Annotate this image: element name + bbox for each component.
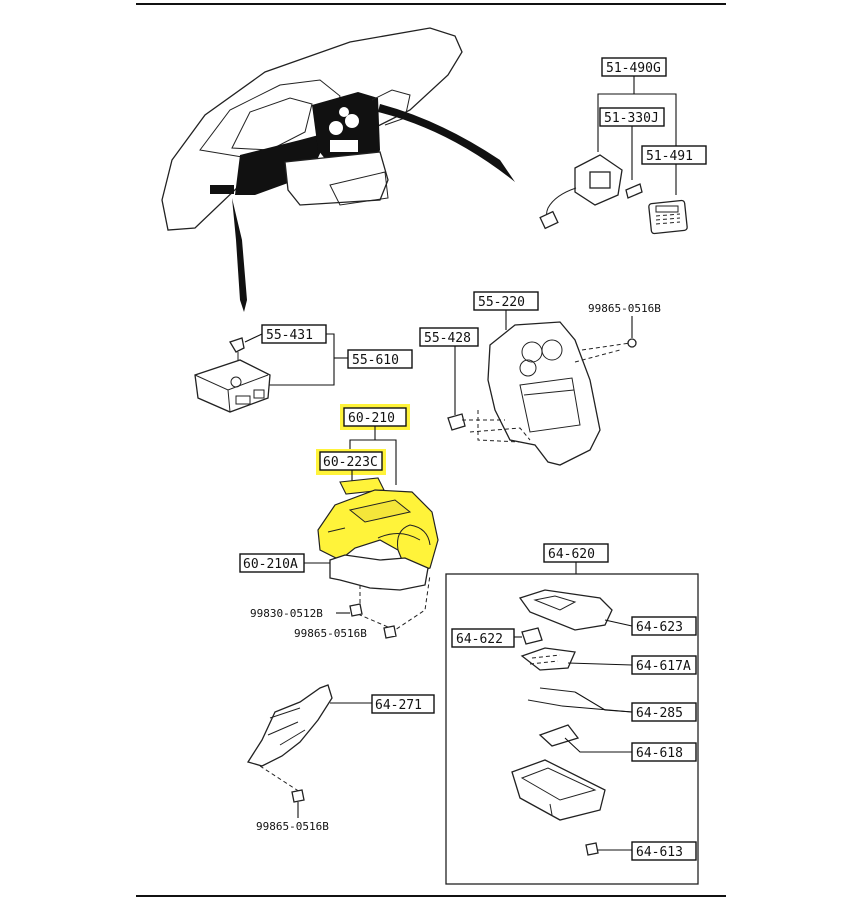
- part-label-99830: 99830-0512B: [250, 607, 323, 620]
- part-label-99865-top: 99865-0516B: [588, 302, 661, 315]
- part-label-64-618: 64-618: [636, 746, 683, 761]
- part-label-51-490g: 51-490G: [606, 61, 661, 76]
- part-label-60-210a: 60-210A: [243, 557, 298, 572]
- part-label-51-330j: 51-330J: [604, 111, 659, 126]
- label-box-64-617a: [631, 655, 697, 675]
- part-label-55-220: 55-220: [478, 295, 525, 310]
- label-box-64-613: [631, 841, 697, 861]
- center-panel-group: 55-220 99865-0516B 55-428: [419, 291, 661, 466]
- steering-column-cover-group: 60-210 60-223C 60-210A 99830-0512B 99865…: [239, 404, 439, 640]
- part-label-64-617a: 64-617A: [636, 659, 691, 674]
- part-label-55-428: 55-428: [424, 331, 471, 346]
- label-box-55-610: [347, 349, 413, 369]
- switch-bracket-group: 55-431 55-610: [194, 324, 413, 413]
- label-box-51-491: [641, 145, 707, 165]
- glovebox-kit-frame: [445, 573, 699, 885]
- label-box-60-223c: [319, 451, 383, 471]
- label-box-64-285: [631, 702, 697, 722]
- part-label-55-431: 55-431: [266, 328, 313, 343]
- part-label-64-613: 64-613: [636, 845, 683, 860]
- label-box-64-271: [371, 694, 435, 714]
- part-label-99865-bottom: 99865-0516B: [256, 820, 329, 833]
- part-label-60-223c: 60-223C: [323, 455, 378, 470]
- dashboard-illustration: [161, 27, 515, 312]
- label-box-64-618: [631, 742, 697, 762]
- glovebox-group: 64-620 64-623 64-622 64-617A 64-285 64-6…: [445, 543, 699, 885]
- part-label-51-491: 51-491: [646, 149, 693, 164]
- part-label-64-620: 64-620: [548, 547, 595, 562]
- part-label-64-285: 64-285: [636, 706, 683, 721]
- part-label-64-271: 64-271: [375, 698, 422, 713]
- label-box-64-622: [451, 628, 515, 648]
- lighter-assembly-group: 51-490G 51-330J 51-491: [539, 57, 707, 235]
- part-label-99865-mid: 99865-0516B: [294, 627, 367, 640]
- label-box-64-623: [631, 616, 697, 636]
- label-box-55-428: [419, 327, 479, 347]
- part-label-55-610: 55-610: [352, 353, 399, 368]
- part-label-64-623: 64-623: [636, 620, 683, 635]
- knee-panel-group: 64-271 99865-0516B: [246, 684, 435, 833]
- part-label-64-622: 64-622: [456, 632, 503, 647]
- part-label-60-210: 60-210: [348, 411, 395, 426]
